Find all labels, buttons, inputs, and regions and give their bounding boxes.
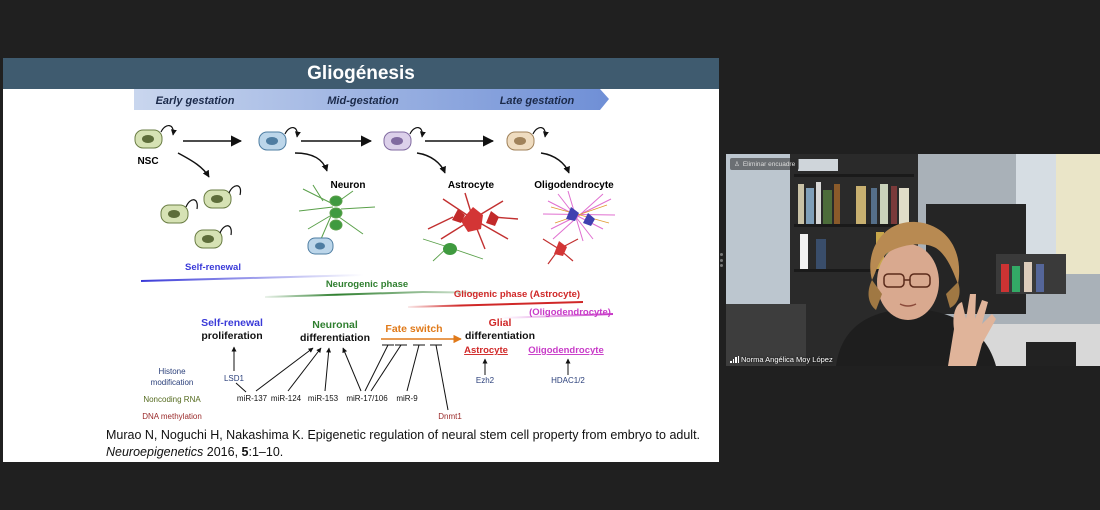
process-neuronal: Neuronal <box>312 319 358 331</box>
process-glial-differentiation: differentiation <box>465 330 535 342</box>
regulator-mir124: miR-124 <box>271 394 302 403</box>
label-astrocyte: Astrocyte <box>448 180 495 191</box>
process-fate-switch: Fate switch <box>385 323 442 335</box>
drag-handle-icon[interactable] <box>720 253 723 267</box>
regulator-lsd1: LSD1 <box>224 374 245 383</box>
label-neurogenic-phase: Neurogenic phase <box>326 279 408 290</box>
chip-label: Eliminar encuadre <box>742 160 796 168</box>
process-differentiation: differentiation <box>300 332 370 344</box>
participant-name: Norma Angélica Moy López <box>741 355 833 364</box>
citation-year: 2016, <box>203 445 242 459</box>
citation-authors: Murao N, Noguchi H, Nakashima K. Epigene… <box>106 428 701 442</box>
process-proliferation: proliferation <box>201 330 262 342</box>
process-glial: Glial <box>489 317 512 329</box>
label-nsc: NSC <box>137 156 158 167</box>
participant-video-tile[interactable]: ♙ Eliminar encuadre Norma Angélica Moy L… <box>726 154 1100 366</box>
remove-frame-chip[interactable]: ♙ Eliminar encuadre <box>730 158 800 170</box>
mechanism-dna-methylation: DNA methylation <box>142 412 202 421</box>
nsc-cell-icon <box>134 125 177 149</box>
nsc-purple-cell-icon <box>383 127 426 151</box>
label-neuron: Neuron <box>331 180 366 191</box>
gliogenesis-diagram: Early gestation Mid-gestation Late gesta… <box>134 89 616 421</box>
gestation-timeline-arrow: Early gestation Mid-gestation Late gesta… <box>134 89 609 110</box>
process-oligodendrocyte: Oligodendrocyte <box>528 345 603 356</box>
regulator-mir137: miR-137 <box>237 394 268 403</box>
astrocyte-illustration <box>422 192 519 262</box>
person-icon: ♙ <box>734 161 740 168</box>
mechanism-modification: modification <box>151 378 194 387</box>
stage-early: Early gestation <box>156 95 235 107</box>
regulator-dnmt1: Dnmt1 <box>438 412 462 421</box>
citation-journal: Neuroepigenetics <box>106 445 204 459</box>
regulator-mir9: miR-9 <box>396 394 418 403</box>
regulator-mir17-106: miR-17/106 <box>346 394 388 403</box>
slide-title: Gliogénesis <box>3 58 719 89</box>
stage-mid: Mid-gestation <box>327 95 399 107</box>
process-astrocyte: Astrocyte <box>464 345 508 356</box>
mechanism-histone: Histone <box>158 367 186 376</box>
self-renewal-cell-cluster <box>160 185 242 249</box>
citation-pages: :1–10. <box>248 445 284 459</box>
participant-video-frame <box>726 154 1100 366</box>
label-oligodendrocyte: Oligodendrocyte <box>534 180 614 191</box>
slide-citation: Murao N, Noguchi H, Nakashima K. Epigene… <box>106 427 706 461</box>
process-self-renewal: Self-renewal <box>201 317 263 329</box>
regulator-ezh2: Ezh2 <box>476 376 495 385</box>
self-renewal-bar <box>141 274 363 282</box>
nsc-tan-cell-icon <box>506 127 549 151</box>
signal-strength-icon <box>730 356 739 363</box>
regulator-mir153: miR-153 <box>308 394 339 403</box>
regulation-lines <box>231 344 571 411</box>
oligodendrocyte-illustration <box>542 190 616 265</box>
nsc-blue-cell-icon <box>258 127 301 151</box>
stage-late: Late gestation <box>500 95 575 107</box>
neuron-illustration <box>298 184 376 255</box>
citation-volume: 5 <box>241 445 249 459</box>
mechanism-noncoding-rna: Noncoding RNA <box>143 395 201 404</box>
label-oligo-phase: (Oligodendrocyte) <box>529 307 611 318</box>
presentation-slide: Gliogénesis <box>3 58 719 462</box>
neurogenic-bar <box>265 291 503 298</box>
label-gliogenic-phase: Gliogenic phase (Astrocyte) <box>454 289 580 300</box>
regulator-hdac12: HDAC1/2 <box>551 376 585 385</box>
gliogenic-astrocyte-bar <box>408 301 583 308</box>
participant-name-tag: Norma Angélica Moy López <box>730 355 833 364</box>
label-self-renewal-phase: Self-renewal <box>185 262 241 273</box>
gliogenic-oligodendrocyte-bar <box>501 313 613 319</box>
